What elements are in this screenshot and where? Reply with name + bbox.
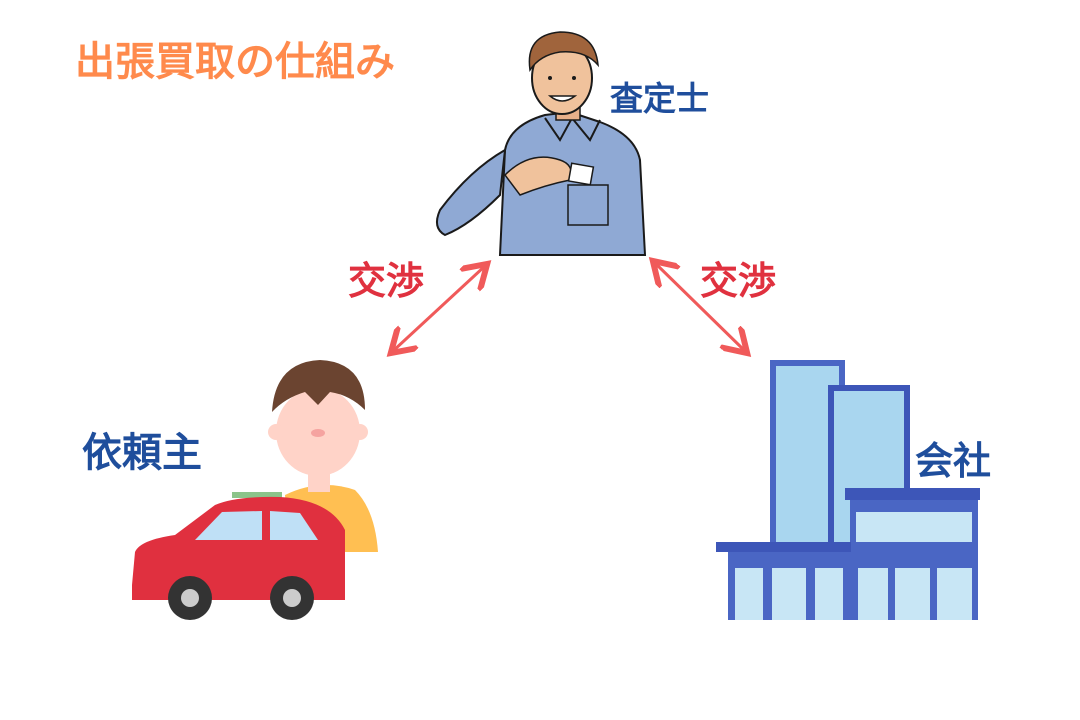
client-illustration [132,360,378,620]
arrow-appraiser-company [655,263,745,351]
appraiser-illustration [435,31,647,256]
company-label: 会社 [915,439,992,483]
client-label: 依頼主 [82,430,202,476]
arrow-client-appraiser [393,266,485,351]
page-title: 出張買取の仕組み [75,39,395,85]
negotiation-label-right: 交渉 [700,259,777,303]
company-illustration [716,360,980,620]
appraiser-label: 査定士 [610,79,709,118]
negotiation-label-left: 交渉 [348,259,425,303]
